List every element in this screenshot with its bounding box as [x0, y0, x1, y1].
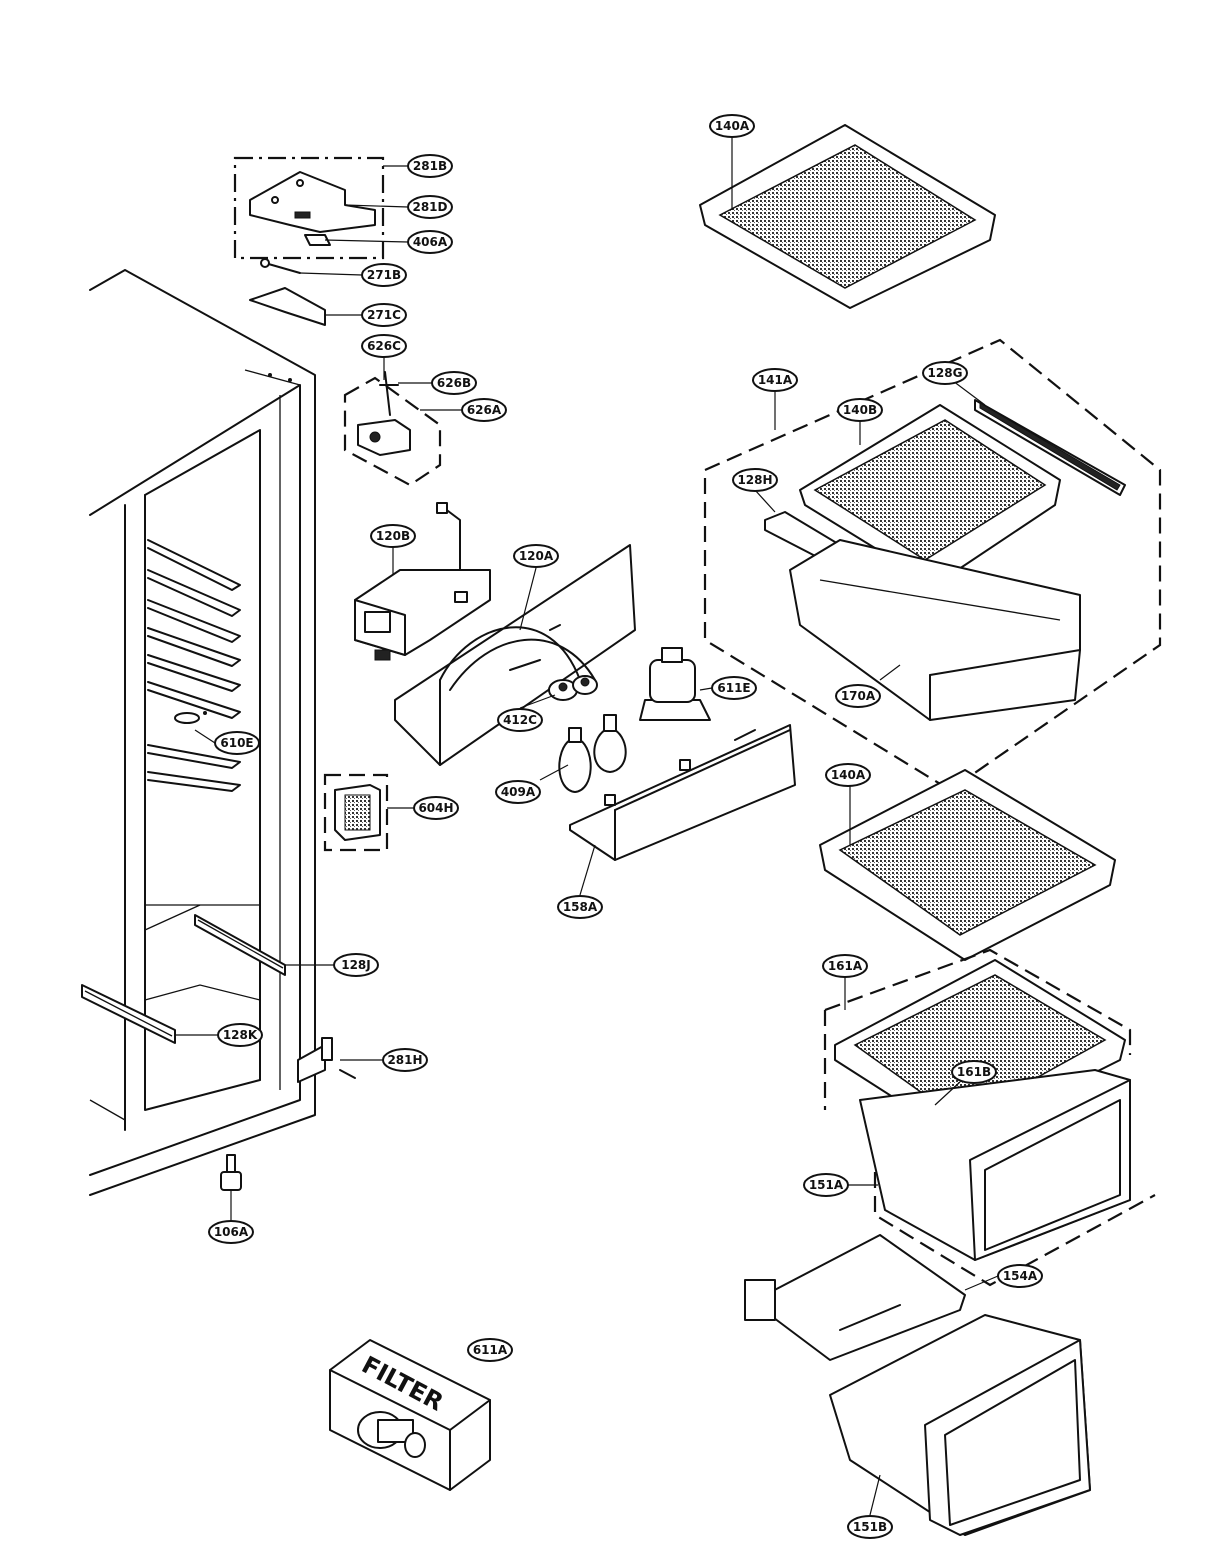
svg-text:128K: 128K [223, 1028, 258, 1042]
drawer-151B-part [829, 1314, 1091, 1536]
crisper-141A-assembly [703, 338, 1162, 792]
callout-611A: 611A [467, 1338, 513, 1362]
svg-text:151A: 151A [809, 1178, 844, 1192]
refrigerator-cabinet [81, 269, 356, 1196]
callout-611E: 611E [711, 676, 757, 700]
svg-text:281D: 281D [412, 200, 447, 214]
hinge-281H-part [297, 1044, 326, 1083]
svg-text:140B: 140B [843, 403, 877, 417]
water-filter-611A-part: FILTER [329, 1339, 491, 1491]
svg-text:626A: 626A [467, 403, 502, 417]
leader-lines [175, 138, 999, 1516]
sensor-cover-assembly [233, 156, 385, 260]
callout-140A-mid: 140A [825, 763, 871, 787]
svg-text:604H: 604H [418, 801, 453, 815]
cover-158A-part [569, 724, 796, 861]
callout-610E: 610E [214, 731, 260, 755]
svg-text:158A: 158A [563, 900, 598, 914]
svg-text:106A: 106A [214, 1225, 249, 1239]
svg-text:170A: 170A [841, 689, 876, 703]
svg-text:161A: 161A [828, 959, 863, 973]
callout-281D: 281D [407, 195, 453, 219]
svg-text:128H: 128H [737, 473, 772, 487]
bracket-120A-part [394, 544, 636, 766]
callout-120A: 120A [513, 544, 559, 568]
svg-text:151B: 151B [853, 1520, 887, 1534]
drawer-151A-part [859, 1069, 1156, 1287]
svg-text:412C: 412C [503, 713, 537, 727]
callout-281H: 281H [382, 1048, 428, 1072]
leveler-106A-part [220, 1154, 242, 1191]
callout-271B: 271B [361, 263, 407, 287]
callout-626B: 626B [431, 371, 477, 395]
shelf-140A-mid-part [819, 769, 1116, 961]
lamp-611E-part [639, 647, 711, 721]
svg-text:611E: 611E [717, 681, 750, 695]
svg-text:120B: 120B [376, 529, 410, 543]
svg-text:154A: 154A [1003, 1269, 1038, 1283]
svg-text:281H: 281H [387, 1053, 422, 1067]
drawer-cover-154A-part [744, 1234, 966, 1361]
callout-412C: 412C [497, 708, 543, 732]
rail-128J-part [194, 914, 286, 976]
svg-text:271C: 271C [367, 308, 401, 322]
svg-text:406A: 406A [413, 235, 448, 249]
callout-158A: 158A [557, 895, 603, 919]
svg-text:626B: 626B [437, 376, 471, 390]
callout-271C: 271C [361, 303, 407, 327]
svg-text:611A: 611A [473, 1343, 508, 1357]
bulbs-409A-part [558, 714, 627, 793]
svg-text:271B: 271B [367, 268, 401, 282]
sockets-412C-part [548, 675, 598, 701]
svg-text:161B: 161B [957, 1065, 991, 1079]
shelf-rails [147, 539, 241, 792]
damper-626A-part [343, 371, 442, 487]
callout-170A: 170A [835, 684, 881, 708]
bracket-271C-part [249, 287, 326, 326]
shelf-140A-top-part [699, 124, 996, 309]
callout-604H: 604H [413, 796, 459, 820]
svg-text:128J: 128J [341, 958, 371, 972]
callout-151B: 151B [847, 1515, 893, 1539]
callout-128G: 128G [922, 361, 968, 385]
callout-409A: 409A [495, 780, 541, 804]
svg-text:409A: 409A [501, 785, 536, 799]
callout-128H: 128H [732, 468, 778, 492]
callout-626C: 626C [361, 334, 407, 358]
filter-604H-part [323, 773, 389, 852]
callout-140A-top: 140A [709, 114, 755, 138]
callout-140B: 140B [837, 398, 883, 422]
callout-154A: 154A [997, 1264, 1043, 1288]
callout-120B: 120B [370, 524, 416, 548]
svg-text:120A: 120A [519, 549, 554, 563]
callout-141A: 141A [752, 368, 798, 392]
callout-128K: 128K [217, 1023, 263, 1047]
wire-271B-part [260, 258, 301, 274]
callout-106A: 106A [208, 1220, 254, 1244]
svg-text:610E: 610E [220, 736, 253, 750]
svg-text:140A: 140A [715, 119, 750, 133]
callout-406A: 406A [407, 230, 453, 254]
svg-text:128G: 128G [928, 366, 963, 380]
callout-281B: 281B [407, 154, 453, 178]
callout-151A: 151A [803, 1173, 849, 1197]
callout-161A: 161A [822, 954, 868, 978]
lamp-housing-120B-part [354, 502, 491, 661]
callout-626A: 626A [461, 398, 507, 422]
svg-text:141A: 141A [758, 373, 793, 387]
svg-text:626C: 626C [367, 339, 401, 353]
svg-text:281B: 281B [413, 159, 447, 173]
callout-161B: 161B [951, 1060, 997, 1084]
svg-text:140A: 140A [831, 768, 866, 782]
callout-128J: 128J [333, 953, 379, 977]
